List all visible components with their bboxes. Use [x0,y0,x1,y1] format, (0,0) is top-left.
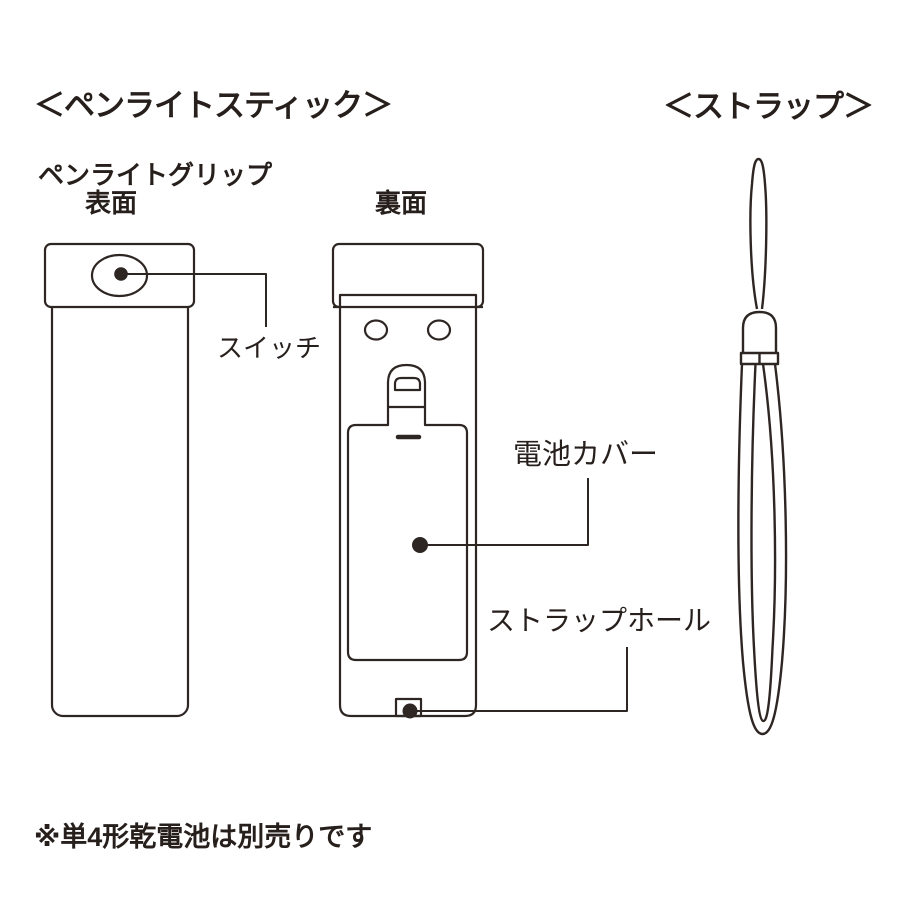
strap-big-loop-inner [750,363,777,723]
strap-illustration [737,157,788,736]
grip-label: ペンライトグリップ [38,160,273,190]
strap-hole-label: ストラップホール [487,605,712,636]
penlight-section-title: ＜ペンライトスティック＞ [34,88,393,123]
screw-hole-left [363,319,389,341]
strap-stopper-dome [741,310,778,353]
penlight-front-view [43,242,267,718]
battery-cover-label: 電池カバー [513,439,659,471]
front-body [50,288,190,718]
strap-section-title: ＜ストラップ＞ [663,89,874,124]
back-body [338,293,478,718]
strap-big-loop-outer [737,363,788,736]
switch-dot [114,267,128,281]
strap-hole-leader-line [417,647,628,712]
screw-hole-right [426,319,452,341]
switch-label: スイッチ [217,333,322,363]
battery-cover-outline [346,363,469,662]
battery-footnote: ※単4形乾電池は別売りです [34,822,373,852]
back-side-label: 裏面 [375,188,428,218]
penlight-back-view [331,242,628,719]
front-side-label: 表面 [85,188,138,218]
battery-cover-dot [412,537,428,553]
switch-leader-line [127,273,267,327]
battery-latch-tab [393,376,422,392]
strap-hole-dot [402,703,418,719]
strap-small-loop [749,157,768,310]
battery-cover-leader-line [427,478,589,546]
